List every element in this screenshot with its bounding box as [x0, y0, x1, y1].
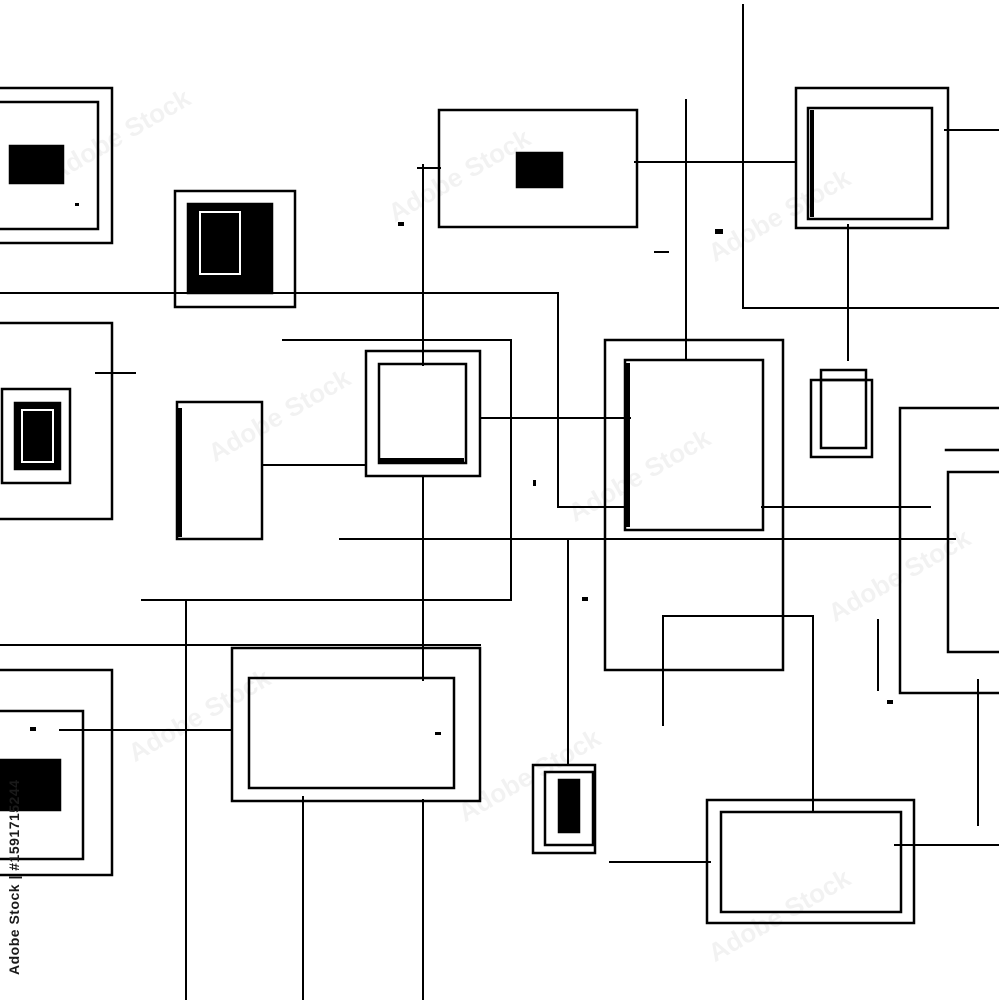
box-small-stacked	[809, 368, 874, 459]
box-right-edge	[898, 406, 999, 695]
box-bottom-right	[705, 798, 916, 925]
box-bottom-left	[0, 668, 114, 877]
box-small-dark-bar	[531, 763, 597, 855]
connector-lines	[0, 4, 999, 1000]
stock-id-label: Adobe Stock | #1591715244	[6, 779, 22, 976]
box-large-center-right	[603, 338, 785, 672]
box-top-center	[437, 108, 639, 229]
ink-marks	[30, 203, 893, 735]
box-framed-dark-panel	[173, 189, 297, 309]
box-center-double	[364, 349, 482, 478]
box-top-left	[0, 86, 114, 245]
box-top-right	[794, 86, 950, 230]
box-left-middle	[0, 321, 114, 521]
box-bottom-center	[230, 646, 482, 803]
box-plain-tall	[175, 400, 264, 541]
